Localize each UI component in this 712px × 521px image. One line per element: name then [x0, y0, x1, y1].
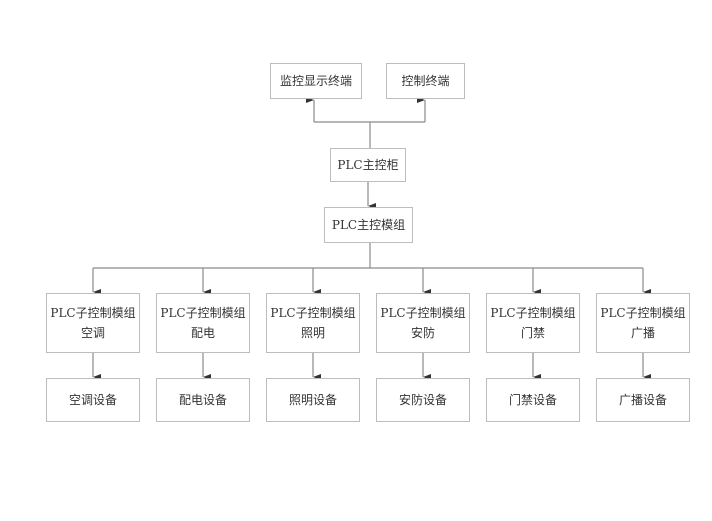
sub-module-name: 广播 — [630, 326, 655, 340]
label: 控制终端 — [401, 74, 450, 88]
sub-module-title: PLC子控制模组 — [380, 306, 466, 320]
sub-module-name: 安防 — [410, 326, 435, 340]
sub-module-title: PLC子控制模组 — [270, 306, 356, 320]
device-box: 配电设备 — [156, 378, 250, 422]
plc-cabinet-box: PLC主控柜 — [330, 148, 406, 182]
device-box: 照明设备 — [266, 378, 360, 422]
monitor-display-terminal-box: 监控显示终端 — [270, 63, 362, 99]
sub-module-box: PLC子控制模组广播 — [596, 293, 690, 353]
sub-module-name: 空调 — [80, 326, 105, 340]
control-terminal-box: 控制终端 — [386, 63, 465, 99]
label: 监控显示终端 — [279, 74, 352, 88]
device-label: 配电设备 — [178, 393, 227, 407]
device-label: 照明设备 — [288, 393, 337, 407]
sub-module-title: PLC子控制模组 — [50, 306, 136, 320]
device-label: 空调设备 — [68, 393, 117, 407]
sub-module-title: PLC子控制模组 — [600, 306, 686, 320]
device-box: 空调设备 — [46, 378, 140, 422]
sub-module-box: PLC子控制模组照明 — [266, 293, 360, 353]
sub-module-box: PLC子控制模组安防 — [376, 293, 470, 353]
sub-module-title: PLC子控制模组 — [160, 306, 246, 320]
sub-module-name: 门禁 — [520, 326, 545, 340]
sub-module-box: PLC子控制模组配电 — [156, 293, 250, 353]
sub-module-box: PLC子控制模组空调 — [46, 293, 140, 353]
sub-module-name: 照明 — [300, 326, 325, 340]
label: PLC主控模组 — [331, 218, 406, 232]
device-box: 安防设备 — [376, 378, 470, 422]
sub-module-title: PLC子控制模组 — [490, 306, 576, 320]
plc-main-module-box: PLC主控模组 — [324, 207, 413, 243]
device-box: 广播设备 — [596, 378, 690, 422]
sub-module-name: 配电 — [190, 326, 215, 340]
label: PLC主控柜 — [337, 158, 399, 172]
sub-module-box: PLC子控制模组门禁 — [486, 293, 580, 353]
device-label: 安防设备 — [398, 393, 447, 407]
device-label: 广播设备 — [618, 393, 667, 407]
device-label: 门禁设备 — [508, 393, 557, 407]
device-box: 门禁设备 — [486, 378, 580, 422]
